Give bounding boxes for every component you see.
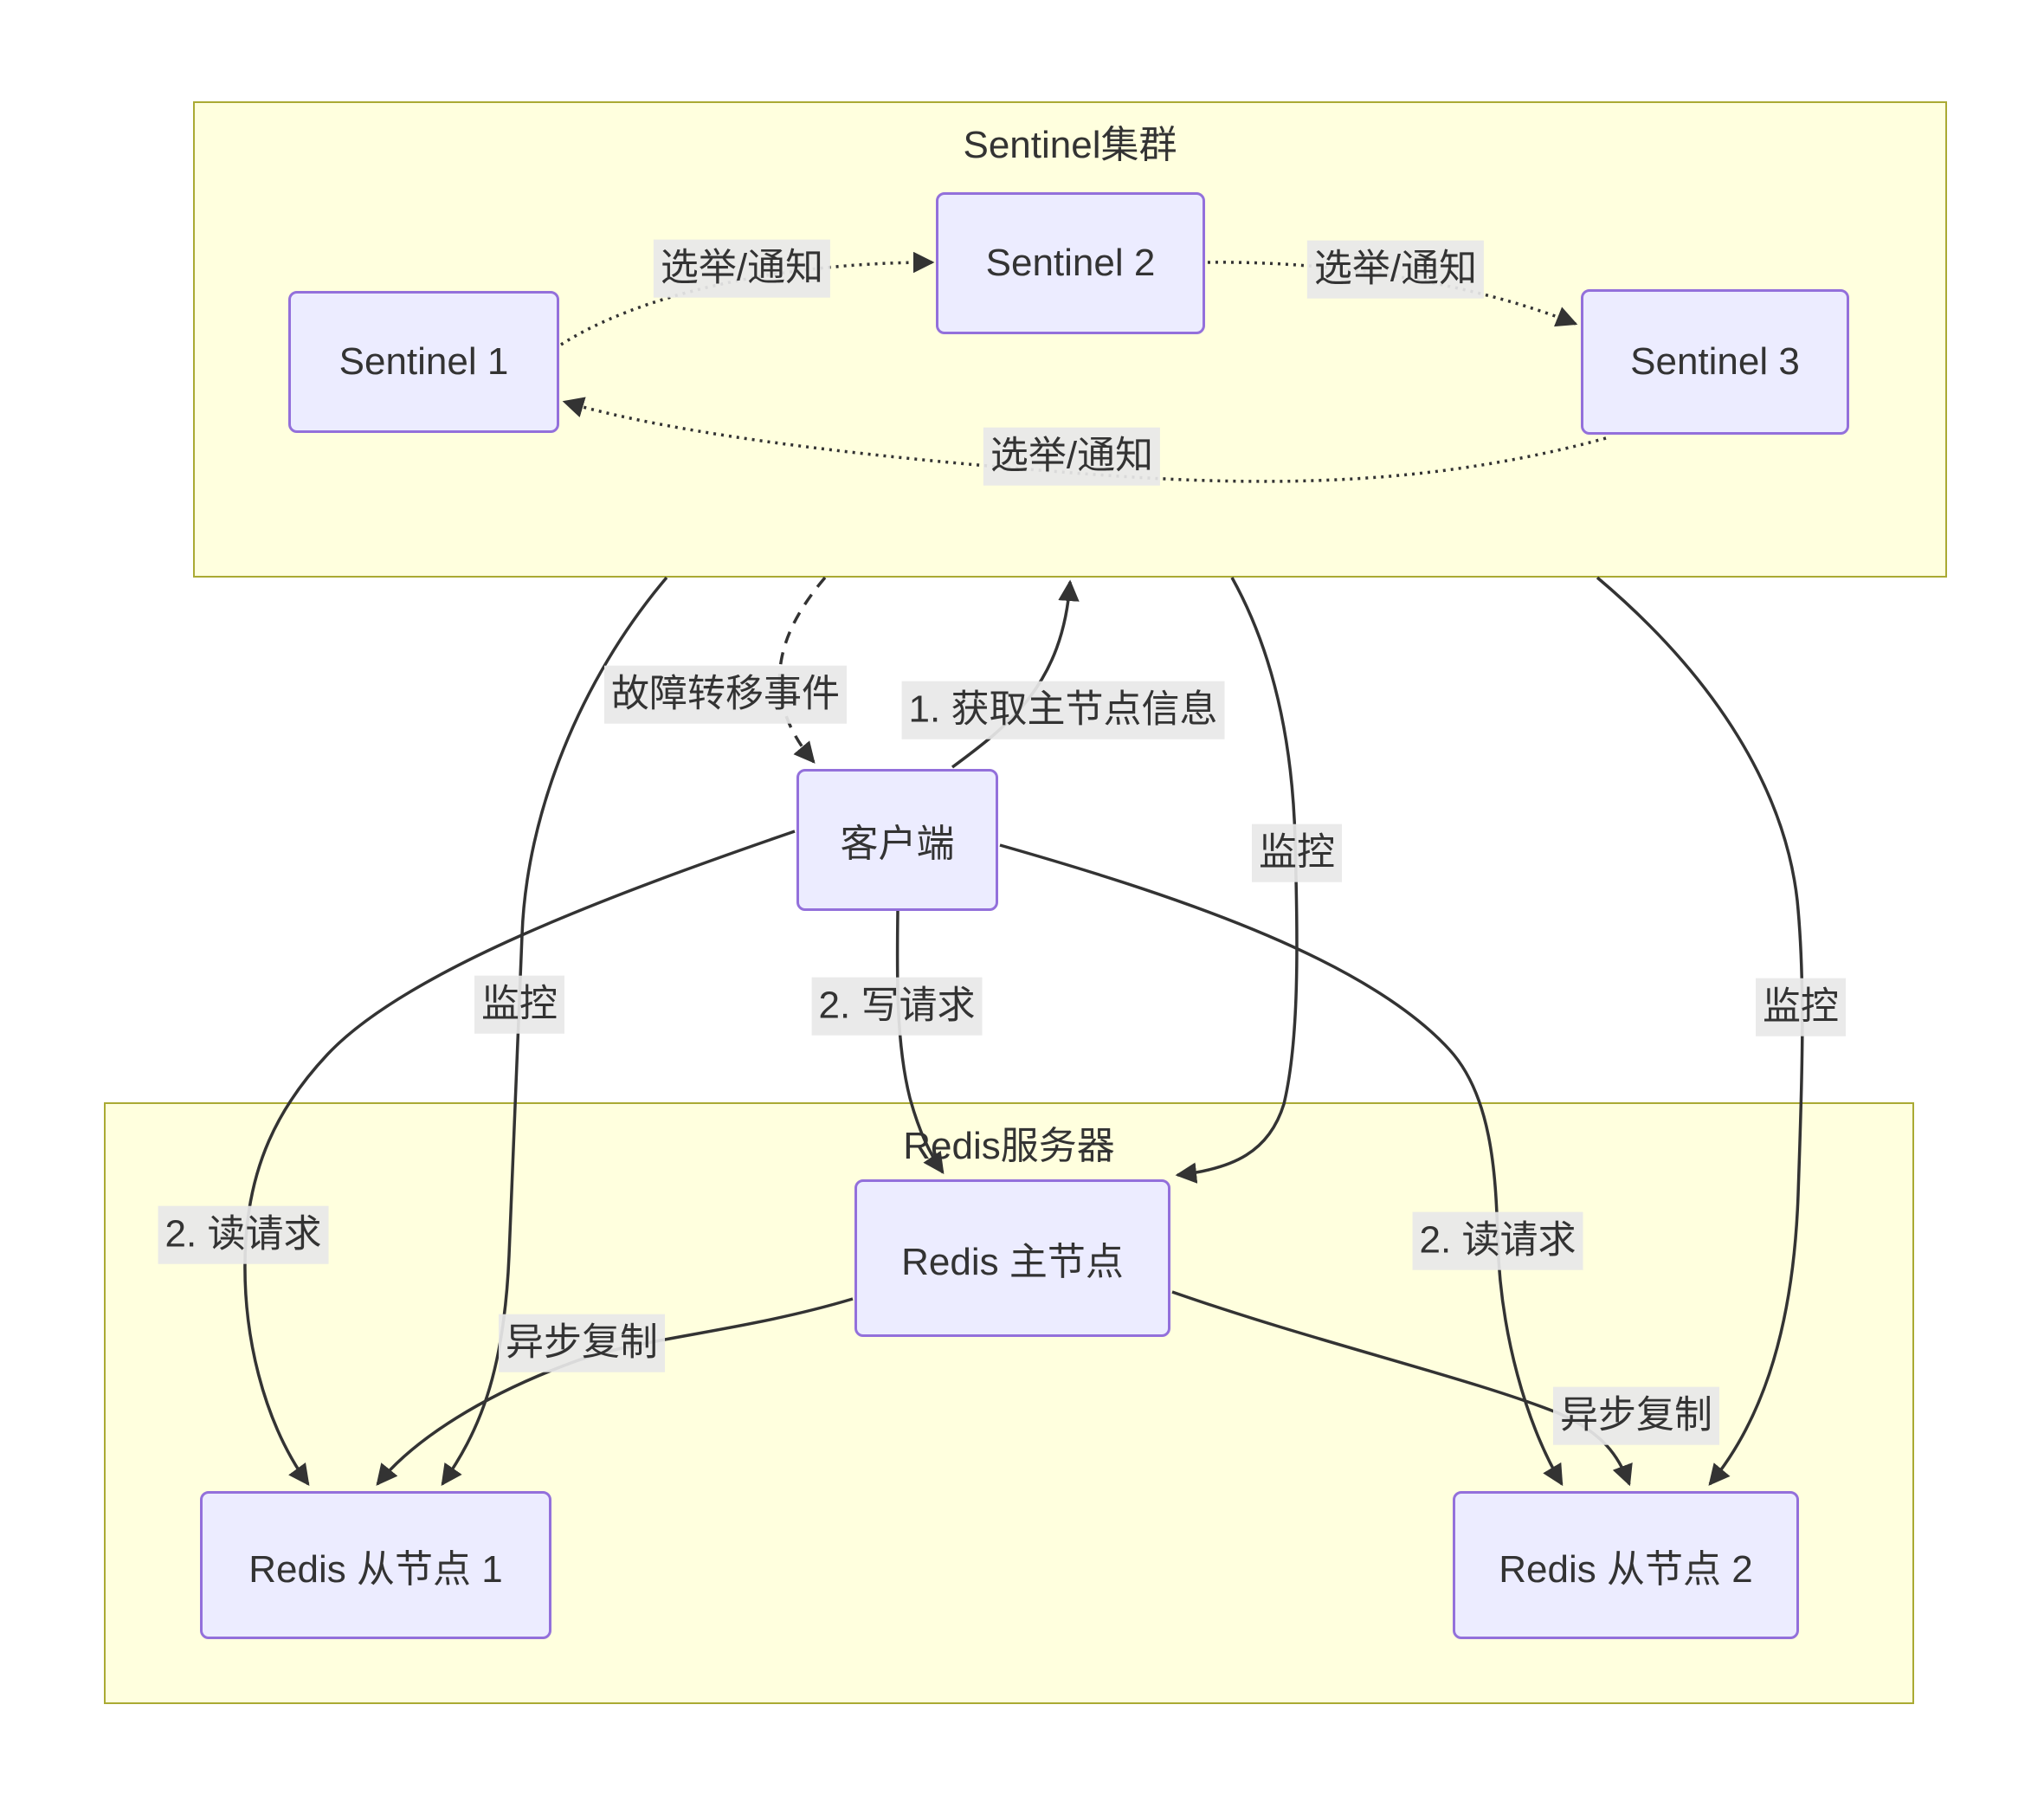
edge-label-election-s3-s1: 选举/通知: [983, 427, 1161, 486]
node-redis-master: Redis 主节点: [854, 1179, 1170, 1337]
edge-async-replication-right: [1171, 1290, 1633, 1487]
edge-label-async-replication-right: 异步复制: [1553, 1386, 1719, 1445]
edge-read-request-left: [243, 830, 796, 1486]
edge-read-request-right: [999, 843, 1564, 1487]
edge-write-request: [895, 910, 945, 1175]
edge-label-async-replication-left: 异步复制: [499, 1314, 665, 1372]
sentinel-cluster-title: Sentinel集群: [963, 124, 1177, 166]
edge-label-monitor-right: 监控: [1756, 978, 1846, 1036]
node-redis-slave-2: Redis 从节点 2: [1453, 1491, 1799, 1639]
edge-election-s1-s2: [560, 251, 935, 346]
edge-label-read-request-right: 2. 读请求: [1412, 1211, 1583, 1270]
node-sentinel-1: Sentinel 1: [288, 291, 559, 433]
edge-label-election-s2-s3: 选举/通知: [1306, 240, 1485, 299]
edge-label-write-request: 2. 写请求: [811, 977, 983, 1036]
edge-label-election-s1-s2: 选举/通知: [653, 239, 831, 298]
edge-get-master-info: [951, 579, 1080, 769]
node-sentinel-2: Sentinel 2: [936, 192, 1205, 334]
edge-failover-event: [777, 576, 827, 764]
edge-label-read-request-left: 2. 读请求: [158, 1205, 329, 1264]
node-redis-slave-1: Redis 从节点 1: [200, 1491, 551, 1639]
node-client: 客户端: [796, 769, 998, 911]
edge-label-monitor-middle: 监控: [1252, 823, 1342, 882]
edge-label-monitor-left: 监控: [474, 975, 564, 1034]
edge-label-get-master-info: 1. 获取主节点信息: [901, 681, 1225, 739]
node-sentinel-3: Sentinel 3: [1581, 289, 1849, 435]
edge-monitor-left: [441, 576, 668, 1487]
edge-label-failover-event: 故障转移事件: [604, 665, 847, 724]
